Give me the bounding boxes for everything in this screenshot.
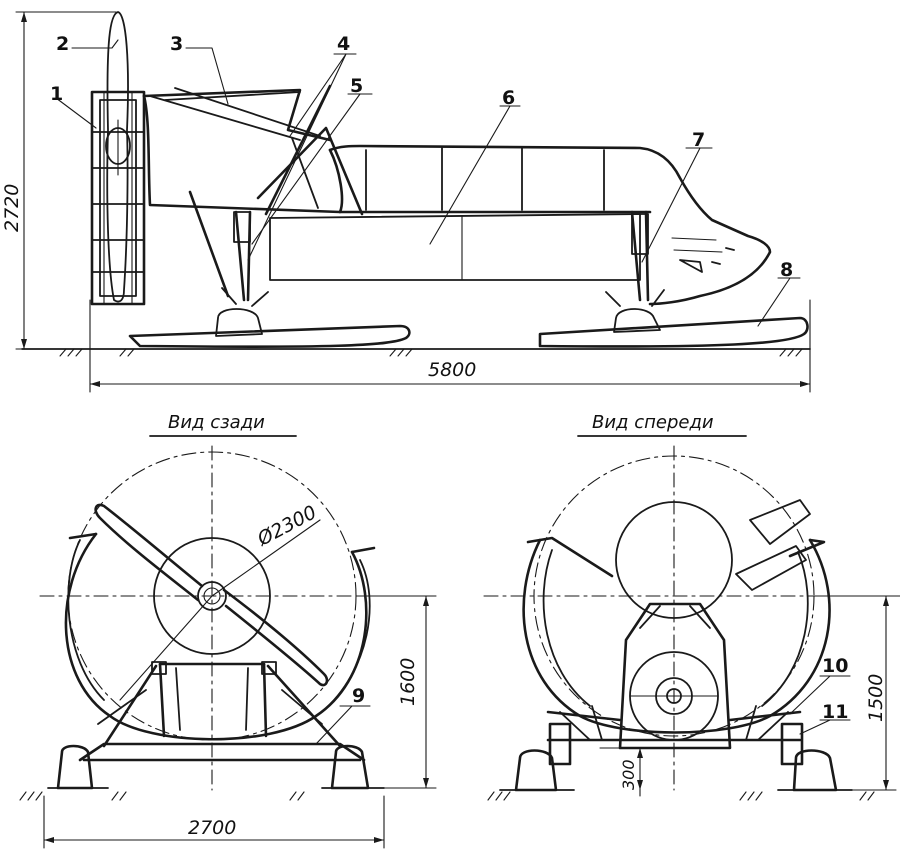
rear-base [47, 742, 385, 790]
front-base [499, 705, 853, 792]
width-dimension: 2700 [43, 795, 385, 849]
callout-7: 7 [692, 129, 705, 151]
width-dimension-label: 2700 [188, 817, 236, 839]
rear-ground-hatching [19, 791, 305, 801]
rear-propeller [94, 503, 329, 701]
rear-hub [197, 581, 227, 611]
rear-view-title: Вид сзади [168, 412, 265, 433]
front-view: Вид спереди [483, 412, 900, 801]
rear-view: Вид сзади [19, 412, 437, 849]
callout-6: 6 [502, 87, 515, 109]
cabin [269, 144, 772, 306]
height-dimension-label: 2720 [1, 184, 23, 232]
front-propeller-disc [533, 455, 815, 737]
length-dimension: 5800 [89, 299, 811, 393]
callouts-side: 1 2 3 4 5 6 7 8 [50, 33, 801, 327]
callout-5: 5 [350, 75, 363, 97]
clearance-label: 300 [619, 759, 638, 790]
rear-frame [97, 661, 342, 748]
rear-height-dimension: 1600 [355, 595, 437, 789]
front-engine [618, 602, 732, 750]
struts [188, 84, 650, 302]
callout-2: 2 [56, 33, 69, 55]
rear-fan-guard [64, 532, 376, 741]
callout-10: 10 [822, 655, 848, 677]
propeller-blade [105, 11, 131, 303]
height-dimension: 2720 [1, 11, 117, 350]
side-view: 2720 5800 1 2 3 4 5 6 7 8 [1, 11, 811, 393]
ground-hatching [59, 348, 803, 357]
length-dimension-label: 5800 [428, 359, 476, 381]
rear-hub-disk [153, 537, 271, 655]
front-propeller [615, 499, 811, 619]
callout-8: 8 [780, 259, 793, 281]
front-height-label: 1500 [865, 674, 887, 722]
callout-11: 11 [822, 701, 848, 723]
callout-3: 3 [170, 33, 183, 55]
front-ground-hatching [487, 791, 875, 801]
skis [128, 287, 809, 349]
callout-1: 1 [50, 83, 63, 105]
callout-9: 9 [352, 685, 365, 707]
front-fan-guard [522, 536, 831, 734]
callout-4: 4 [337, 33, 350, 55]
front-height-dimension: 1500 [819, 595, 897, 791]
front-view-title: Вид спереди [592, 412, 714, 433]
clearance-dimension: 300 [599, 747, 661, 797]
rear-height-label: 1600 [397, 658, 419, 706]
